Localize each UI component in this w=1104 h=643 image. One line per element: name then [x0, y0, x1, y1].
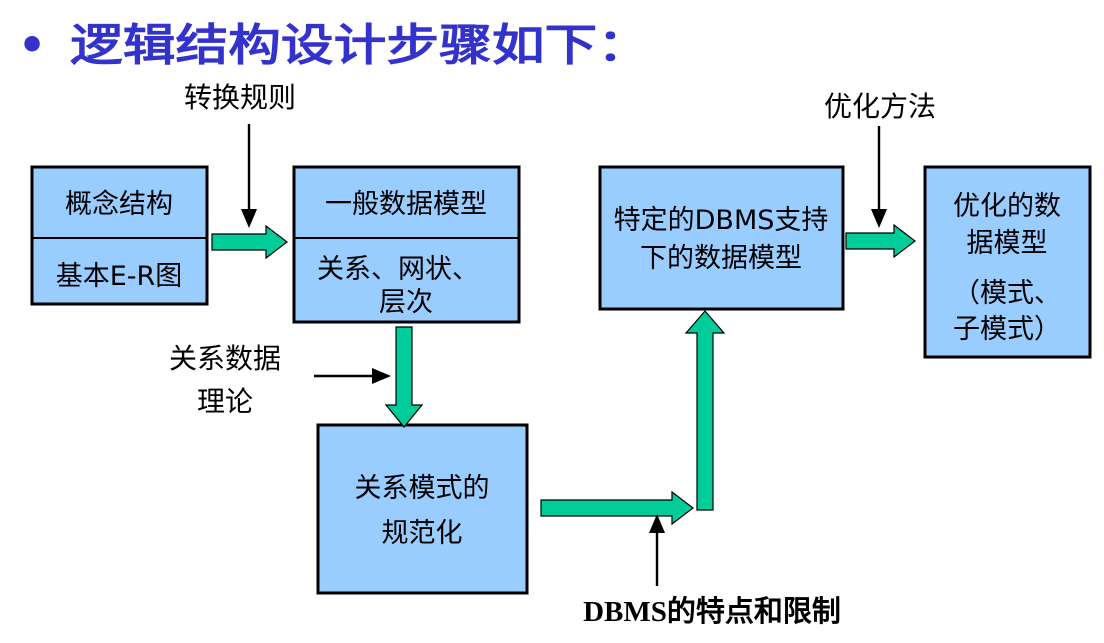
- box-general-bottom-line1: 关系、网状、: [317, 254, 479, 285]
- pointer-transform-rules: [241, 124, 257, 228]
- box-concept-top: 概念结构: [65, 189, 173, 220]
- pointer-optimize-method: [871, 126, 887, 228]
- label-dbms-features: DBMS的特点和限制: [583, 594, 841, 628]
- box-specific-line2: 下的数据模型: [640, 243, 802, 274]
- box-concept-structure: 概念结构 基本E-R图: [30, 165, 209, 306]
- box-optimized-line2: 据模型: [967, 228, 1048, 259]
- box-normalization-line2: 规范化: [382, 518, 463, 549]
- flow-arrow-up-to-specific: [684, 310, 726, 511]
- flow-arrow-general-to-normalization: [384, 326, 424, 428]
- label-transform-rules: 转换规则: [184, 81, 296, 114]
- box-concept-bottom: 基本E-R图: [56, 261, 183, 292]
- flow-arrow-specific-to-optimized: [845, 223, 916, 259]
- box-normalization-frame: [316, 423, 529, 595]
- box-general-model: 一般数据模型 关系、网状、 层次: [292, 165, 521, 324]
- box-general-frame: [292, 165, 521, 324]
- box-optimized-model: 优化的数 据模型 （模式、 子模式）: [923, 165, 1092, 359]
- box-specific-frame: [598, 165, 845, 311]
- box-specific-model: 特定的DBMS支持 下的数据模型: [598, 165, 845, 311]
- flow-arrow-concept-to-general: [211, 224, 288, 260]
- pointer-relational-theory: [314, 368, 391, 384]
- flow-arrow-normalization-right: [540, 490, 694, 526]
- label-relational-theory-line1: 关系数据: [169, 342, 281, 375]
- box-general-top: 一般数据模型: [325, 189, 487, 220]
- pointer-optimize-method-head: [871, 209, 887, 228]
- pointer-dbms-features-head: [649, 514, 665, 533]
- box-optimized-line1: 优化的数: [953, 191, 1061, 222]
- pointer-relational-theory-head: [372, 368, 391, 384]
- box-specific-line1: 特定的DBMS支持: [614, 205, 829, 236]
- label-relational-theory-line2: 理论: [197, 385, 253, 418]
- title-bullet: •: [18, 20, 46, 71]
- page-title: 逻辑结构设计步骤如下：: [70, 20, 650, 71]
- box-general-bottom-line2: 层次: [379, 287, 433, 318]
- box-optimized-line3: （模式、: [953, 278, 1061, 309]
- box-optimized-line4: 子模式）: [953, 314, 1061, 345]
- pointer-transform-rules-head: [241, 209, 257, 228]
- box-normalization: 关系模式的 规范化: [316, 423, 529, 595]
- box-concept-frame: [30, 165, 209, 306]
- label-optimize-method: 优化方法: [824, 90, 936, 123]
- box-optimized-frame: [923, 165, 1092, 359]
- pointer-dbms-features: [649, 514, 665, 586]
- box-normalization-line1: 关系模式的: [355, 473, 490, 504]
